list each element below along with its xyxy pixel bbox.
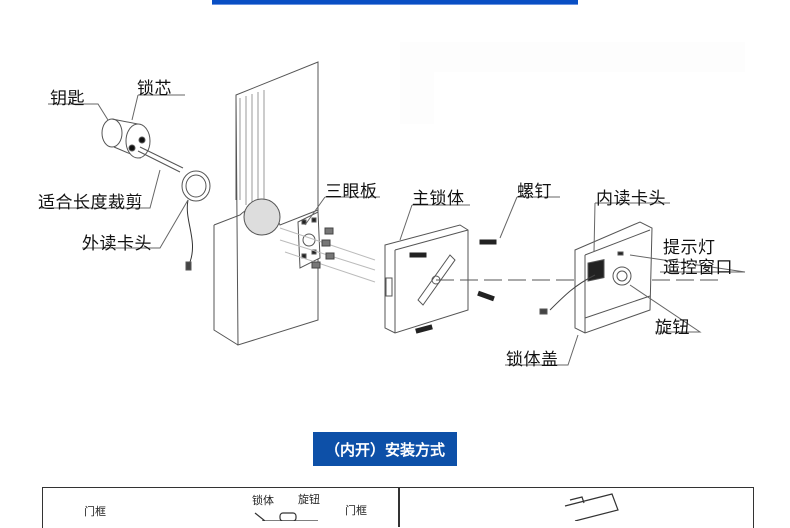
outer-reader-drawing bbox=[181, 170, 211, 271]
install-knob-sketch bbox=[279, 512, 297, 521]
label-lock-body: 锁体 bbox=[252, 494, 274, 507]
section-title: （内开）安装方式 bbox=[313, 432, 457, 466]
label-door-frame-left: 门框 bbox=[84, 505, 106, 518]
label-key: 钥匙 bbox=[50, 89, 85, 109]
install-right-sketch bbox=[564, 493, 619, 521]
faint-background-block bbox=[400, 42, 745, 72]
label-main-lock-body: 主锁体 bbox=[412, 189, 465, 209]
label-remote-window: 遥控窗口 bbox=[663, 258, 733, 278]
label-door-frame-right: 门框 bbox=[345, 504, 367, 517]
label-install-knob: 旋钮 bbox=[298, 493, 320, 506]
label-knob: 旋钮 bbox=[655, 318, 690, 338]
main-lock-body-drawing bbox=[384, 224, 720, 334]
label-cut-to-length: 适合长度裁剪 bbox=[38, 193, 143, 213]
label-lock-cylinder: 锁芯 bbox=[137, 79, 172, 99]
label-lock-cover: 锁体盖 bbox=[506, 350, 559, 370]
door-drawing bbox=[213, 61, 319, 346]
lock-body-screws bbox=[409, 239, 497, 334]
label-inner-reader: 内读卡头 bbox=[596, 189, 666, 209]
label-screw: 螺钉 bbox=[517, 182, 552, 202]
plate-screws bbox=[311, 227, 335, 269]
label-outer-reader: 外读卡头 bbox=[82, 234, 152, 254]
install-lock-sketch bbox=[254, 512, 318, 521]
faint-background-block bbox=[400, 72, 434, 124]
lock-cylinder-drawing bbox=[101, 118, 184, 173]
top-accent-bar bbox=[212, 0, 578, 5]
label-three-hole-plate: 三眼板 bbox=[325, 182, 378, 202]
panel-divider bbox=[398, 487, 400, 527]
leader-lines bbox=[40, 94, 746, 366]
label-indicator-light: 提示灯 bbox=[663, 238, 716, 258]
